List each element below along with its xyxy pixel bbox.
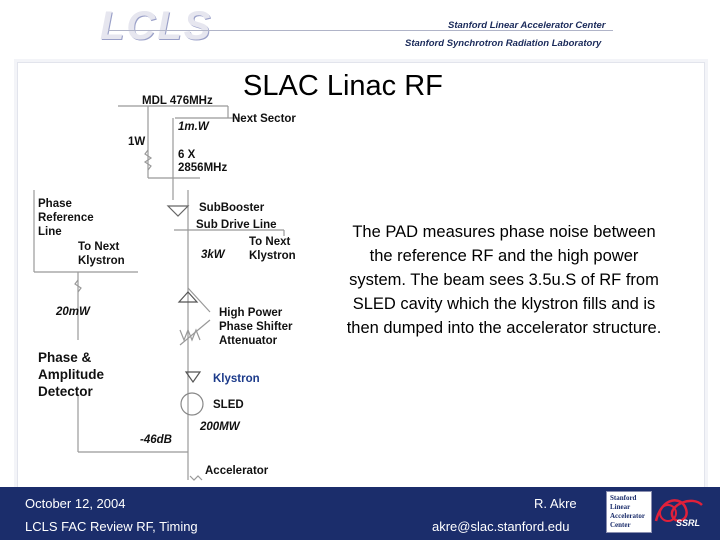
label-2856mhz: 2856MHz xyxy=(178,162,228,174)
footer-date: October 12, 2004 xyxy=(25,496,126,511)
header-rule xyxy=(108,30,613,31)
slac-logo-line-3: Accelerator xyxy=(610,512,645,520)
label-to-next-klystron-right-2: Klystron xyxy=(249,250,296,262)
footer-author: R. Akre xyxy=(534,496,577,511)
label-hpps-2: Phase Shifter xyxy=(219,321,293,333)
label-accelerator: Accelerator xyxy=(205,465,269,477)
label-6x: 6 X xyxy=(178,149,196,161)
label-phase-ref-3: Line xyxy=(38,226,62,238)
label-subbooster: SubBooster xyxy=(199,202,265,214)
label-pad-1: Phase & xyxy=(38,350,92,365)
label-1mw: 1m.W xyxy=(178,121,209,133)
label-next-sector: Next Sector xyxy=(232,113,296,125)
slide-description: The PAD measures phase noise between the… xyxy=(346,223,662,337)
label-pad-2: Amplitude xyxy=(38,367,104,382)
label-klystron: Klystron xyxy=(213,373,260,385)
label-sled: SLED xyxy=(213,399,244,411)
slac-logo-line-1: Stanford xyxy=(610,494,637,502)
footer-event: LCLS FAC Review RF, Timing xyxy=(25,519,198,534)
label-mdl: MDL 476MHz xyxy=(142,95,213,107)
header-institution-1: Stanford Linear Accelerator Center xyxy=(448,20,606,31)
label-20mw: 20mW xyxy=(56,306,90,318)
label-hpps-1: High Power xyxy=(219,307,283,319)
label-3kw: 3kW xyxy=(201,249,225,261)
footer-email: akre@slac.stanford.edu xyxy=(432,519,570,534)
ssrl-logo-text: SSRL xyxy=(676,518,701,528)
label-to-next-klystron-left-2: Klystron xyxy=(78,255,125,267)
slide-footer xyxy=(0,487,720,540)
label-phase-ref-2: Reference xyxy=(38,212,94,224)
label-phase-ref-1: Phase xyxy=(38,198,72,210)
lcls-logo: LCLS xyxy=(100,4,213,48)
label-sub-drive-line: Sub Drive Line xyxy=(196,219,277,231)
label-pad-3: Detector xyxy=(38,384,93,399)
slide-title: SLAC Linac RF xyxy=(243,70,443,102)
label-to-next-klystron-right-1: To Next xyxy=(249,236,291,248)
label-hpps-3: Attenuator xyxy=(219,335,278,347)
label-minus-46db: -46dB xyxy=(140,434,172,446)
slide-content xyxy=(17,62,705,489)
slide-header: LCLS Stanford Linear Accelerator Center … xyxy=(0,0,720,60)
slac-logo: Stanford Linear Accelerator Center xyxy=(606,491,652,533)
label-200mw: 200MW xyxy=(200,421,240,433)
label-1w: 1W xyxy=(128,136,146,148)
slac-logo-line-4: Center xyxy=(610,521,631,529)
header-institution-2: Stanford Synchrotron Radiation Laborator… xyxy=(405,38,602,49)
label-to-next-klystron-left-1: To Next xyxy=(78,241,120,253)
ssrl-logo-graphic xyxy=(654,499,703,522)
slac-logo-line-2: Linear xyxy=(610,503,631,511)
